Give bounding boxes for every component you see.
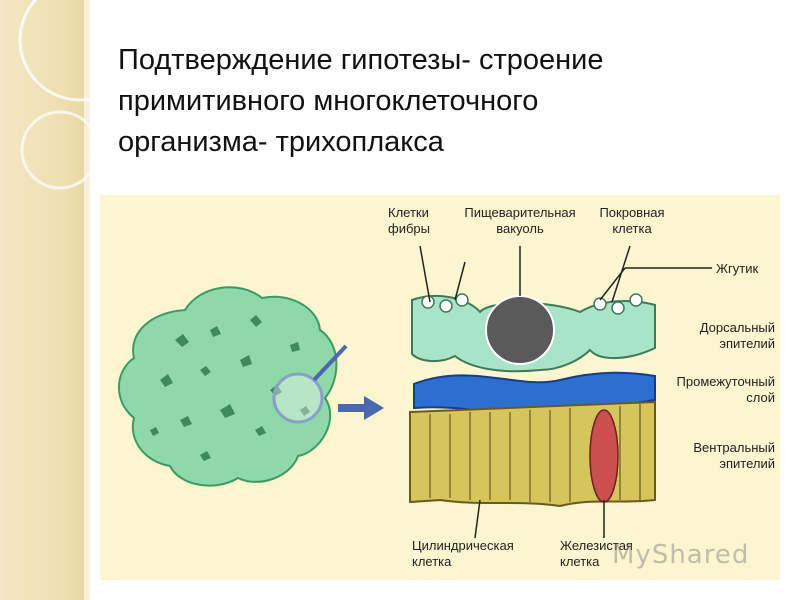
label-dorsal-line1: Дорсальный (699, 320, 775, 335)
label-digestive-vacuole-line2: вакуоль (496, 221, 544, 236)
magnifier-lens (272, 372, 324, 424)
label-digestive-vacuole: Пищеварительная вакуоль (450, 205, 590, 237)
label-cover-cell: Покровная клетка (592, 205, 672, 237)
label-glandular-line1: Железистая (560, 538, 633, 553)
flagellum-2 (454, 261, 466, 301)
label-dorsal-epithelium: Дорсальный эпителий (670, 320, 775, 352)
label-intermediate-line1: Промежуточный (676, 374, 775, 389)
label-flagellum: Жгутик (716, 261, 758, 277)
arrow-right-icon (338, 396, 384, 420)
leader-cylindrical (474, 499, 481, 539)
label-ventral-line1: Вентральный (693, 440, 775, 455)
label-ventral-line2: эпителий (719, 456, 775, 471)
label-cylindrical-cell: Цилиндрическая клетка (412, 538, 514, 570)
label-cover-cell-line2: клетка (612, 221, 652, 236)
digestive-vacuole (485, 295, 555, 365)
label-fiber-cells-line1: Клетки (388, 205, 429, 220)
label-intermediate-line2: слой (746, 390, 775, 405)
sidebar-decor (18, 0, 90, 190)
slide-title: Подтверждение гипотезы- строение примити… (118, 40, 778, 163)
leader-fiber (419, 245, 431, 303)
title-line-1: Подтверждение гипотезы- строение (118, 44, 604, 76)
title-line-3: организма- трихоплакса (118, 126, 444, 158)
label-intermediate-layer: Промежуточный слой (660, 374, 775, 406)
label-cover-cell-line1: Покровная (599, 205, 665, 220)
label-digestive-vacuole-line1: Пищеварительная (464, 205, 576, 220)
label-dorsal-line2: эпителий (719, 336, 775, 351)
label-glandular-cell: Железистая клетка (560, 538, 633, 570)
label-fiber-cells: Клетки фибры (388, 205, 430, 237)
label-cylindrical-line1: Цилиндрическая (412, 538, 514, 553)
glandular-cell (589, 409, 619, 503)
label-ventral-epithelium: Вентральный эпителий (670, 440, 775, 472)
leader-cover (611, 245, 631, 303)
title-line-2: примитивного многоклеточного (118, 85, 539, 117)
label-fiber-cells-line2: фибры (388, 221, 430, 236)
magnifier-handle (312, 344, 348, 382)
dorsal-cells (421, 293, 643, 315)
sidebar-divider (84, 0, 90, 600)
organism-body (118, 286, 338, 487)
label-cylindrical-line2: клетка (412, 554, 452, 569)
label-flagellum-text: Жгутик (716, 261, 759, 276)
watermark: MyShared (612, 540, 750, 570)
ventral-cell-lines (429, 404, 641, 502)
label-glandular-line2: клетка (560, 554, 600, 569)
